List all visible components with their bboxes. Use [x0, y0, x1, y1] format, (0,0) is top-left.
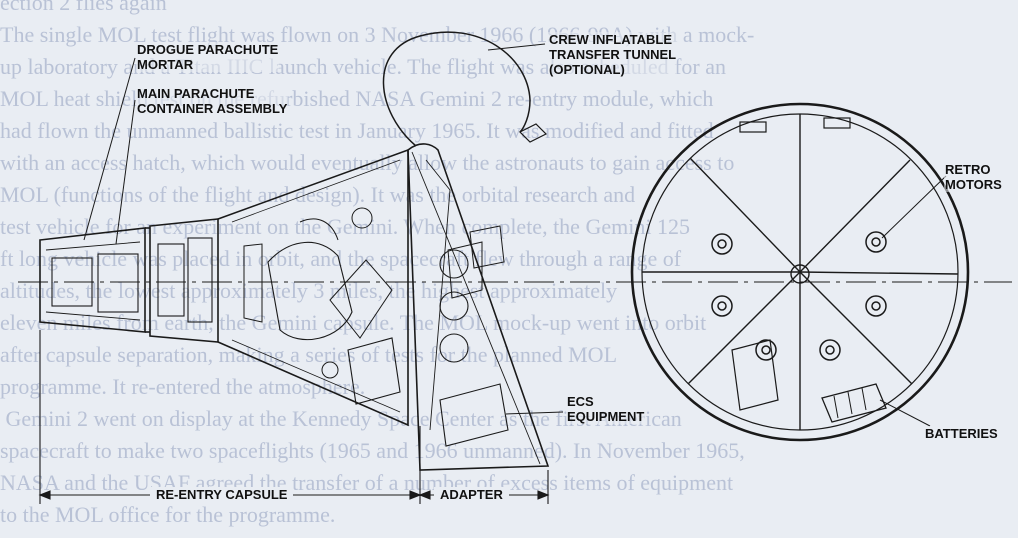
- capsule-end-view-outer: [630, 102, 970, 442]
- background-text-line: test vehicle for an experiment on the Ge…: [0, 214, 690, 239]
- background-text-line: programme. It re-entered the atmosphere.: [0, 374, 366, 399]
- capsule-end-view-spokes: [642, 114, 959, 430]
- background-text-line: eleven miles from earth, the Gemini caps…: [0, 310, 707, 335]
- background-text-line: Gemini 2 went on display at the Kennedy …: [0, 406, 682, 431]
- label-adapter: ADAPTER: [434, 487, 509, 502]
- label-main-parachute-container: MAIN PARACHUTE CONTAINER ASSEMBLY: [136, 86, 289, 116]
- label-ecs-equipment: ECS EQUIPMENT: [566, 394, 646, 424]
- crew-transfer-tunnel: [382, 31, 531, 147]
- label-retro-motors: RETRO MOTORS: [944, 162, 1003, 192]
- background-text-line: to the MOL office for the programme.: [0, 502, 336, 527]
- label-reentry-capsule: RE-ENTRY CAPSULE: [150, 487, 294, 502]
- label-batteries: BATTERIES: [924, 426, 999, 441]
- background-text-line: had flown the unmanned ballistic test in…: [0, 118, 714, 143]
- label-drogue-parachute-mortar: DROGUE PARACHUTE MORTAR: [136, 42, 280, 72]
- leader-lines: [83, 43, 947, 427]
- background-text-line: ection 2 flies again: [0, 0, 167, 15]
- retro-motors: [711, 231, 887, 361]
- dimension-line: [38, 330, 550, 504]
- reentry-module-body: [217, 148, 409, 427]
- background-text-line: after capsule separation, making a serie…: [0, 342, 618, 367]
- label-crew-inflatable-tunnel: CREW INFLATABLE TRANSFER TUNNEL (OPTIONA…: [548, 32, 678, 77]
- battery-box: [821, 383, 887, 423]
- background-text-line: spacecraft to make two spaceflights (196…: [0, 438, 745, 463]
